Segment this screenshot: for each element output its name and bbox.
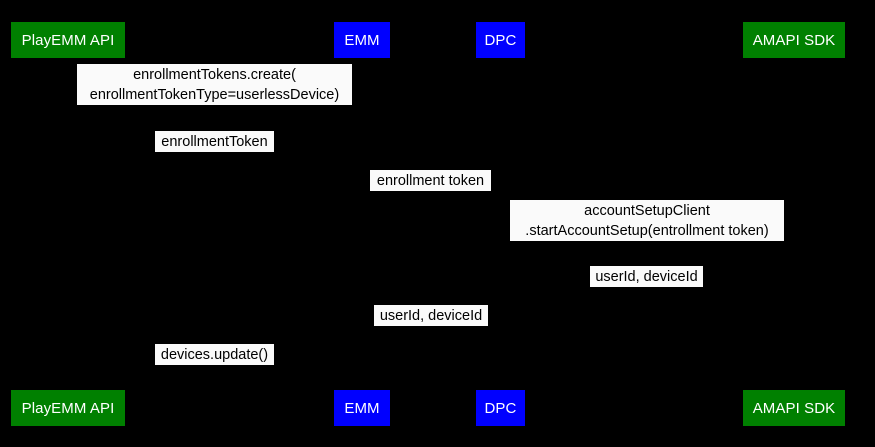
message-label-enrollment-token-response: enrollmentToken: [155, 131, 274, 152]
message-label-enrollment-token-transfer: enrollment token: [370, 170, 491, 191]
participant-playemm-api-top: PlayEMM API: [11, 22, 125, 58]
lifeline-dpc: [501, 58, 502, 389]
message-label-enrollment-tokens-create: enrollmentTokens.create( enrollmentTokenT…: [77, 64, 352, 105]
message-label-userid-deviceid-dpc-to-emm: userId, deviceId: [374, 305, 488, 326]
lifeline-amapi-sdk: [794, 58, 795, 389]
participant-label: EMM: [344, 31, 380, 49]
participant-label: AMAPI SDK: [752, 31, 836, 49]
participant-dpc-top: DPC: [476, 22, 525, 58]
message-label-start-account-setup: accountSetupClient .startAccountSetup(ent…: [510, 200, 784, 241]
participant-playemm-api-bottom: PlayEMM API: [11, 390, 125, 426]
participant-amapi-sdk-bottom: AMAPI SDK: [743, 390, 845, 426]
message-label-userid-deviceid-sdk-to-dpc: userId, deviceId: [590, 266, 703, 287]
message-line: enrollment token: [376, 173, 485, 189]
participant-label: PlayEMM API: [21, 399, 115, 417]
participant-label: DPC: [484, 399, 517, 417]
message-line: enrollmentToken: [161, 134, 268, 150]
message-line: accountSetupClient: [584, 203, 710, 219]
participant-emm-bottom: EMM: [334, 390, 390, 426]
participant-label: AMAPI SDK: [752, 399, 836, 417]
message-line: userId, deviceId: [595, 269, 698, 285]
message-line: enrollmentTokens.create(: [133, 67, 296, 83]
message-line: enrollmentTokenType=userlessDevice): [89, 87, 340, 103]
message-line: .startAccountSetup(entrollment token): [525, 223, 769, 239]
message-line: devices.update(): [160, 347, 269, 363]
participant-dpc-bottom: DPC: [476, 390, 525, 426]
lifeline-playemm-api: [68, 58, 69, 389]
participant-amapi-sdk-top: AMAPI SDK: [743, 22, 845, 58]
lifeline-emm: [362, 58, 363, 389]
message-line: userId, deviceId: [379, 308, 483, 324]
participant-label: PlayEMM API: [21, 31, 115, 49]
participant-label: EMM: [344, 399, 380, 417]
participant-emm-top: EMM: [334, 22, 390, 58]
message-label-devices-update: devices.update(): [155, 344, 274, 365]
participant-label: DPC: [484, 31, 517, 49]
